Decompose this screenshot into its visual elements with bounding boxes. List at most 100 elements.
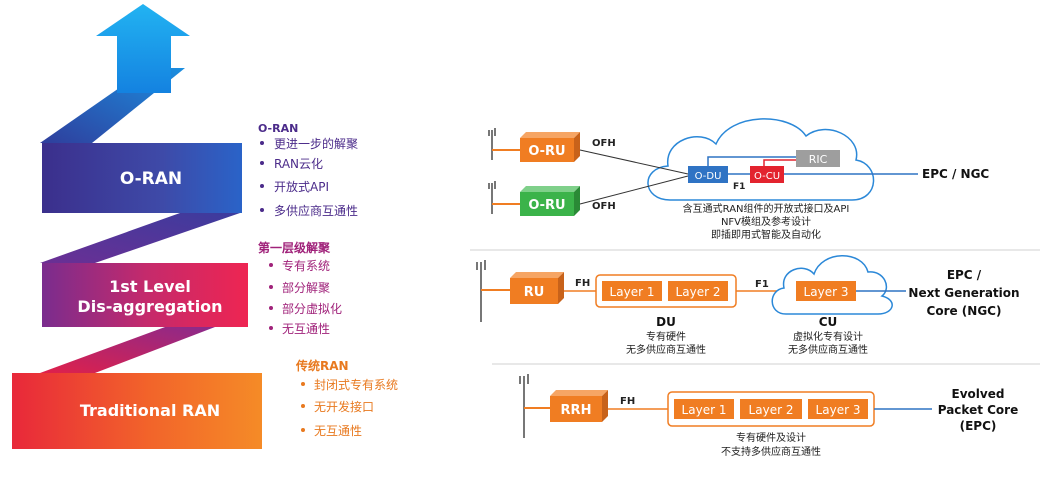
trad-caption-line: 专有硬件及设计 (736, 431, 806, 444)
o-ru-bottom-label: O-RU (528, 198, 565, 213)
core-label-line: Packet Core (938, 403, 1019, 417)
layer2-box (668, 281, 728, 301)
link-odu-ric (707, 156, 796, 166)
first-level-list-item: 部分解聚 (282, 280, 330, 295)
bullet-dot (301, 404, 305, 408)
first-level-architecture-diagram: RU FH Layer 1 Layer 2 F1 Layer 3 DU 专有硬件… (476, 255, 1020, 356)
layer1-label: Layer 1 (682, 403, 727, 417)
box-3d-top (520, 132, 580, 138)
fh-label: FH (620, 396, 635, 407)
bullet-dot (269, 285, 273, 289)
traditional-architecture-diagram: RRH FH Layer 1 Layer 2 Layer 3 专有硬件及设计 不… (519, 374, 1019, 458)
du-title: DU (656, 315, 676, 329)
bullet-dot (301, 382, 305, 386)
box-3d-top (520, 186, 580, 192)
traditional-list-item: 封闭式专有系统 (314, 377, 398, 392)
cell-tower-icon (519, 374, 529, 438)
traditional-feature-list: 传统RAN 封闭式专有系统 无开发接口 无互通性 (295, 358, 398, 438)
first-level-list-item: 部分虚拟化 (282, 301, 342, 316)
layer3-box (796, 281, 856, 301)
bullet-dot (301, 428, 305, 432)
step-oran (42, 143, 242, 213)
cell-tower-icon (476, 260, 486, 322)
oran-list-item: 更进一步的解聚 (274, 136, 358, 151)
bullet-dot (260, 161, 264, 165)
f1-label: F1 (733, 182, 745, 192)
bullet-dot (260, 208, 264, 212)
step-traditional-diagonal (40, 327, 215, 373)
staircase-graphic: O-RAN 1st Level Dis-aggregation Traditio… (12, 4, 262, 449)
bullet-dot (269, 306, 273, 310)
f1-label: F1 (755, 279, 769, 290)
step-traditional-label: Traditional RAN (80, 401, 220, 420)
ru-label: RU (524, 285, 545, 300)
box-3d-top (510, 272, 564, 278)
oran-list-item: 开放式API (274, 179, 329, 194)
bullet-dot (260, 141, 264, 145)
oran-caption-line: 即插即用式智能及自动化 (711, 228, 821, 241)
layer2-box (740, 399, 802, 419)
layer1-box (602, 281, 662, 301)
core-label: EPC / NGC (922, 167, 989, 181)
oran-list-item: 多供应商互通性 (274, 203, 358, 218)
box-3d-side (602, 390, 608, 422)
layer2-label: Layer 2 (676, 285, 721, 299)
oran-list-title: O-RAN (258, 122, 298, 135)
ric-box (796, 150, 840, 167)
bullet-dot (269, 263, 273, 267)
o-ru-top-box (520, 138, 574, 162)
traditional-list-title: 传统RAN (295, 358, 349, 373)
ofh-link-bottom (579, 175, 689, 205)
step-first-level-label-1: 1st Level (109, 277, 191, 296)
du-caption-line: 无多供应商互通性 (626, 343, 706, 356)
core-label-line: EPC / (947, 268, 982, 282)
box-3d-side (574, 132, 580, 162)
ofh-link-top (579, 149, 689, 175)
step-first-level (42, 263, 248, 327)
oran-feature-list: O-RAN 更进一步的解聚 RAN云化 开放式API 多供应商互通性 (258, 122, 358, 218)
oran-architecture-diagram: O-RU O-RU OFH OFH RIC O-DU O-CU F1 EPC /… (488, 118, 989, 241)
trad-caption-line: 不支持多供应商互通性 (721, 445, 821, 458)
core-label-line: Core (NGC) (927, 304, 1002, 318)
oran-list-item: RAN云化 (274, 157, 323, 171)
core-label-line: Next Generation (908, 286, 1019, 300)
layer2-label: Layer 2 (749, 403, 794, 417)
traditional-list-item: 无开发接口 (314, 399, 374, 414)
o-cu-label: O-CU (754, 171, 780, 182)
link-ocu-ric (763, 159, 796, 166)
first-level-feature-list: 第一层级解聚 专有系统 部分解聚 部分虚拟化 无互通性 (258, 240, 342, 336)
ric-label: RIC (809, 153, 828, 166)
core-label-line: Evolved (952, 387, 1005, 401)
step-oran-label: O-RAN (120, 169, 182, 189)
layer1-box (674, 399, 734, 419)
bullet-dot (269, 326, 273, 330)
o-ru-bottom-box (520, 192, 574, 216)
ru-box (510, 278, 558, 304)
cu-title: CU (819, 315, 838, 329)
oran-caption-line: NFV模组及参考设计 (721, 215, 811, 228)
cell-tower-icon (488, 181, 496, 214)
box-3d-side (558, 272, 564, 304)
first-level-list-item: 无互通性 (282, 322, 330, 336)
oran-caption-line: 含互通式RAN组件的开放式接口及API (683, 202, 850, 215)
layer3-box (808, 399, 868, 419)
rrh-label: RRH (561, 403, 592, 418)
cell-tower-icon (488, 128, 496, 160)
first-level-list-title: 第一层级解聚 (258, 240, 331, 255)
layer3-label: Layer 3 (804, 285, 849, 299)
bullet-dot (260, 184, 264, 188)
fh-label: FH (575, 278, 590, 289)
box-3d-side (574, 186, 580, 216)
o-ru-top-label: O-RU (528, 144, 565, 159)
cu-caption-line: 无多供应商互通性 (788, 343, 868, 356)
step-first-level-label-2: Dis-aggregation (77, 297, 222, 316)
ofh-bottom-label: OFH (592, 201, 616, 212)
step-first-level-diagonal (40, 213, 240, 263)
box-3d-top (550, 390, 608, 396)
first-level-list-item: 专有系统 (282, 258, 330, 273)
o-du-box (688, 166, 728, 183)
o-cu-box (750, 166, 784, 183)
traditional-list-item: 无互通性 (314, 424, 362, 438)
